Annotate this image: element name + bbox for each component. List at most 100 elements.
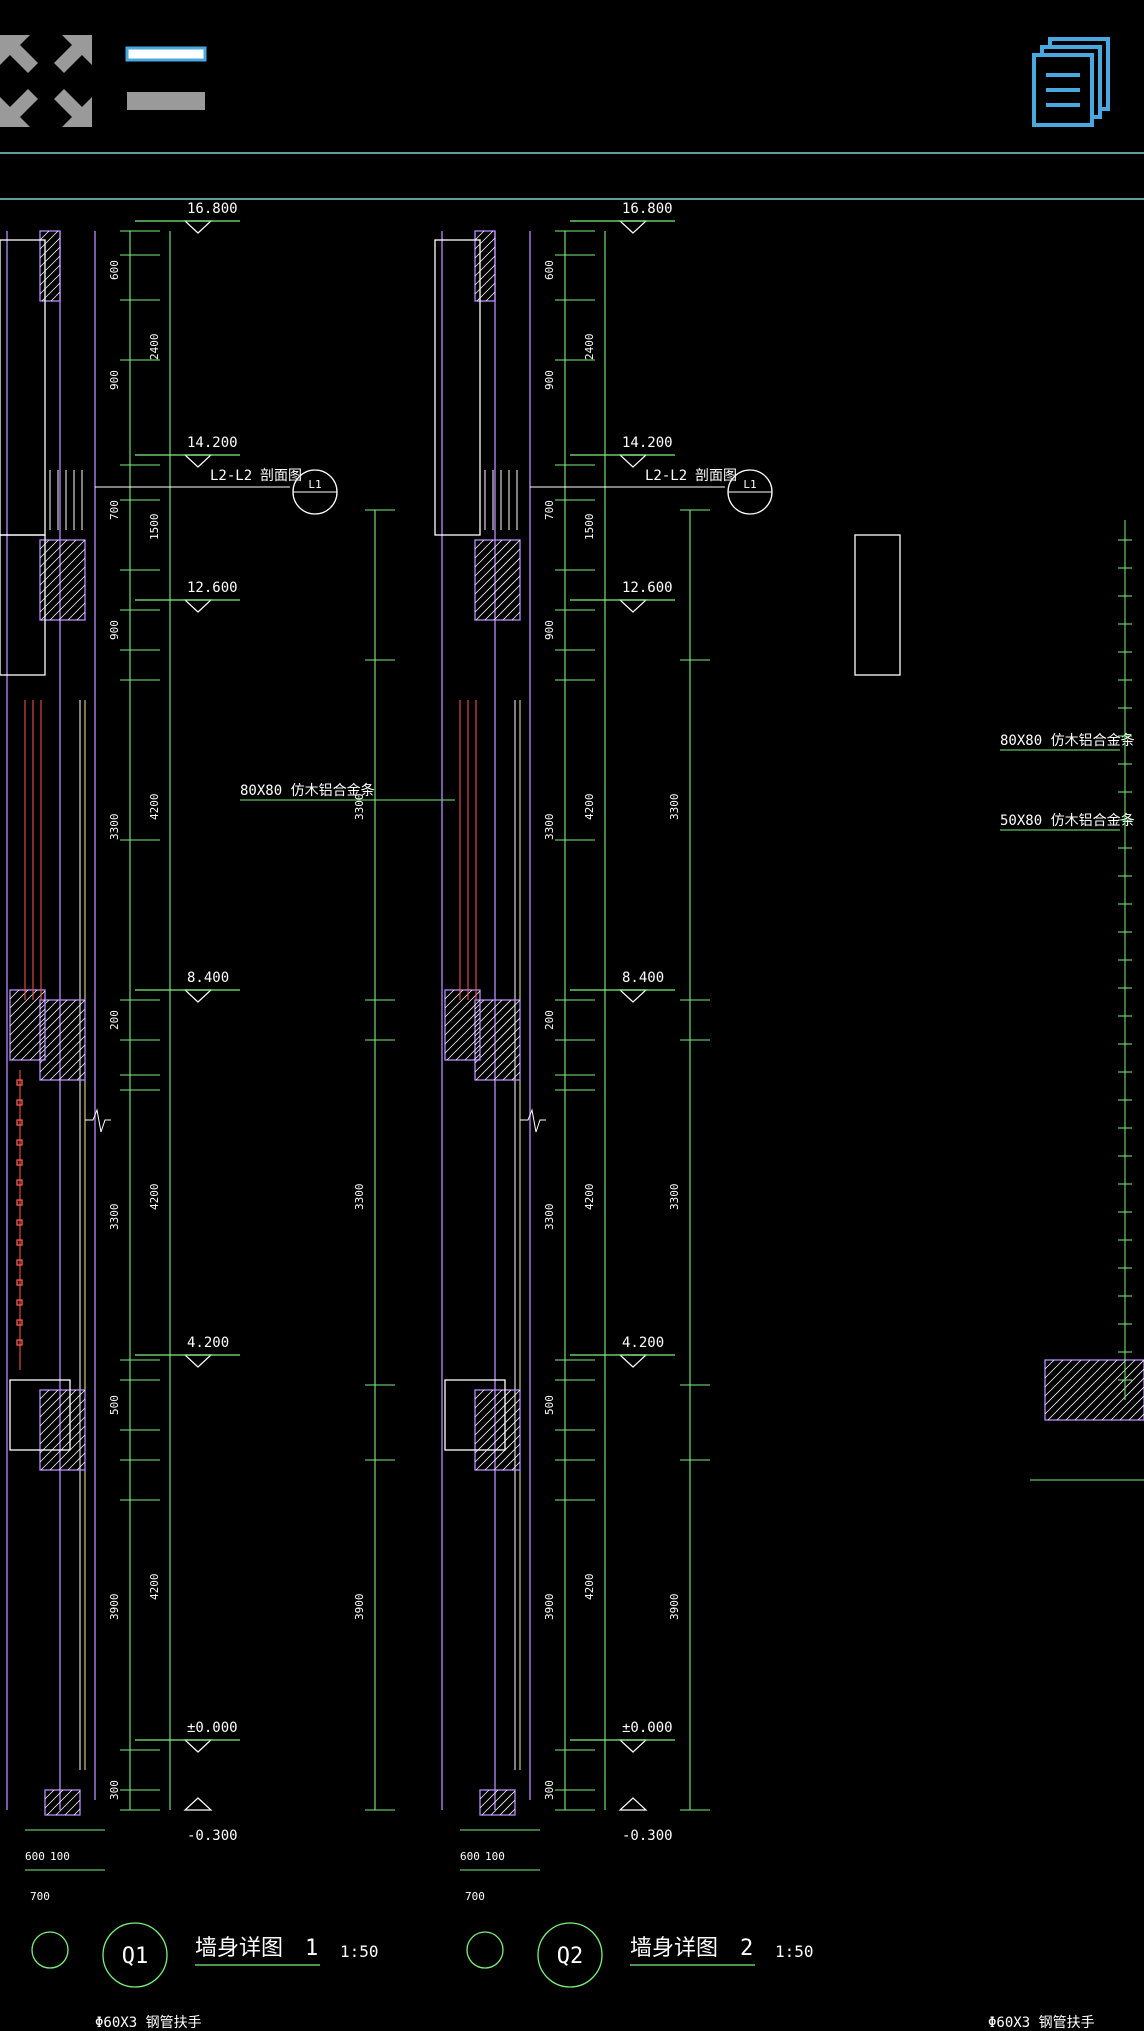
concrete-hatch (474, 999, 521, 1081)
hatch-line (76, 611, 86, 621)
hatch-line (39, 246, 61, 268)
dimension-label: 200 (108, 1010, 121, 1030)
dimension-label: 4200 (148, 1574, 161, 1601)
hatch-line (444, 999, 481, 1036)
dimension-label: 900 (108, 370, 121, 390)
hatch-line (474, 557, 521, 604)
section-ref: L2-L2 (210, 468, 252, 484)
hatch-line (474, 264, 496, 286)
hatch-line (76, 1071, 86, 1081)
hatch-line (9, 989, 20, 1000)
elevation-triangle (183, 454, 213, 468)
elevation-marker: 14.200 (570, 435, 675, 468)
dimension-label: 900 (543, 620, 556, 640)
dimension-label: 3900 (108, 1594, 121, 1621)
layers-button[interactable] (125, 45, 207, 115)
hatch-line (58, 1053, 86, 1081)
wall-detail-panel-1: 6009002400700150090033004200200330042005… (0, 201, 455, 1988)
hatch-line (55, 1790, 81, 1816)
hatch-line (493, 1053, 521, 1081)
detail-scale: 1:50 (340, 1942, 379, 1961)
detail-bubble (537, 1922, 603, 1988)
hatch-line (502, 1452, 521, 1471)
hatch-outline (1044, 1359, 1144, 1421)
pages-button[interactable] (1030, 35, 1115, 130)
elevation-triangle (618, 454, 648, 468)
hatch-line (474, 230, 485, 241)
hatch-line (9, 999, 46, 1036)
dimension-label: 700 (108, 500, 121, 520)
hatch-line (67, 1062, 86, 1081)
hatch-line (474, 548, 521, 595)
hatch-outline (474, 230, 496, 302)
hatch-line (499, 1799, 516, 1816)
hatch-line (1074, 1359, 1136, 1421)
hatch-line (1119, 1395, 1144, 1421)
hatch-line (49, 584, 86, 621)
hatch-line (484, 1044, 521, 1081)
hatch-line (39, 557, 86, 604)
elevation-marker: 16.800 (135, 201, 240, 234)
hatch-line (1083, 1359, 1144, 1421)
fullscreen-button[interactable] (0, 35, 95, 130)
hatch-line (474, 1389, 521, 1436)
hatch-outline (39, 999, 86, 1081)
hatch-line (1110, 1386, 1144, 1421)
dimension-label: 3300 (668, 794, 681, 821)
elevation-triangle (618, 1797, 648, 1811)
hatch-line (511, 611, 521, 621)
hatch-line (9, 990, 46, 1027)
dimension-label: 1500 (148, 514, 161, 541)
elevation-value: -0.300 (622, 1828, 673, 1844)
hatch-line (1044, 1359, 1091, 1406)
hatch-line (484, 1434, 521, 1471)
hatch-line (474, 539, 494, 559)
hatch-line (481, 1789, 508, 1816)
hatch-line (46, 1789, 73, 1816)
elevation-value: 12.600 (622, 580, 673, 596)
elevation-triangle (618, 220, 648, 234)
hatch-line (1128, 1404, 1144, 1421)
hatch-line (474, 1389, 494, 1409)
hatch-line (479, 1789, 499, 1809)
hatch-line (1044, 1359, 1100, 1415)
hatch-line (39, 539, 86, 586)
hatch-line (39, 1389, 59, 1409)
dimension-label: 2400 (148, 334, 161, 361)
hatch-line (44, 1789, 64, 1809)
hatch-line (29, 1044, 46, 1061)
elevation-marker: 4.200 (570, 1335, 675, 1368)
footer-note-1: Φ60X3 钢管扶手 (95, 2015, 202, 2031)
hatch-line (40, 1035, 86, 1081)
hatch-line (11, 1026, 46, 1061)
elevation-value: 12.600 (187, 580, 238, 596)
dimension-label: 4200 (583, 1184, 596, 1211)
window-frame (0, 534, 46, 676)
elevation-marker: ±0.000 (570, 1720, 675, 1753)
elevation-value: 8.400 (187, 970, 229, 986)
hatch-line (474, 1026, 521, 1073)
dimension-label: 3300 (108, 1204, 121, 1231)
hatch-line (73, 1808, 81, 1816)
hatch-line (1044, 1359, 1073, 1388)
elevation-marker: 16.800 (570, 201, 675, 234)
hatch-line (39, 539, 59, 559)
hatch-line (67, 1452, 86, 1471)
hatch-outline (474, 1389, 521, 1471)
hatch-line (474, 273, 496, 295)
hatch-outline (39, 230, 61, 302)
elevation-marker: 12.600 (135, 580, 240, 613)
hatch-line (1056, 1359, 1118, 1421)
footer-note-2: Φ60X3 钢管扶手 (988, 2015, 1095, 2031)
concrete-hatch (9, 989, 46, 1061)
hatch-line (58, 593, 86, 621)
elevation-value: 16.800 (187, 201, 238, 217)
hatch-line (444, 1008, 481, 1045)
hatch-line (67, 602, 86, 621)
section-mark: L1 (743, 478, 756, 491)
hatch-line (39, 1407, 86, 1454)
concrete-hatch (474, 1389, 521, 1471)
toolbar (0, 0, 1144, 150)
hatch-line (502, 602, 521, 621)
